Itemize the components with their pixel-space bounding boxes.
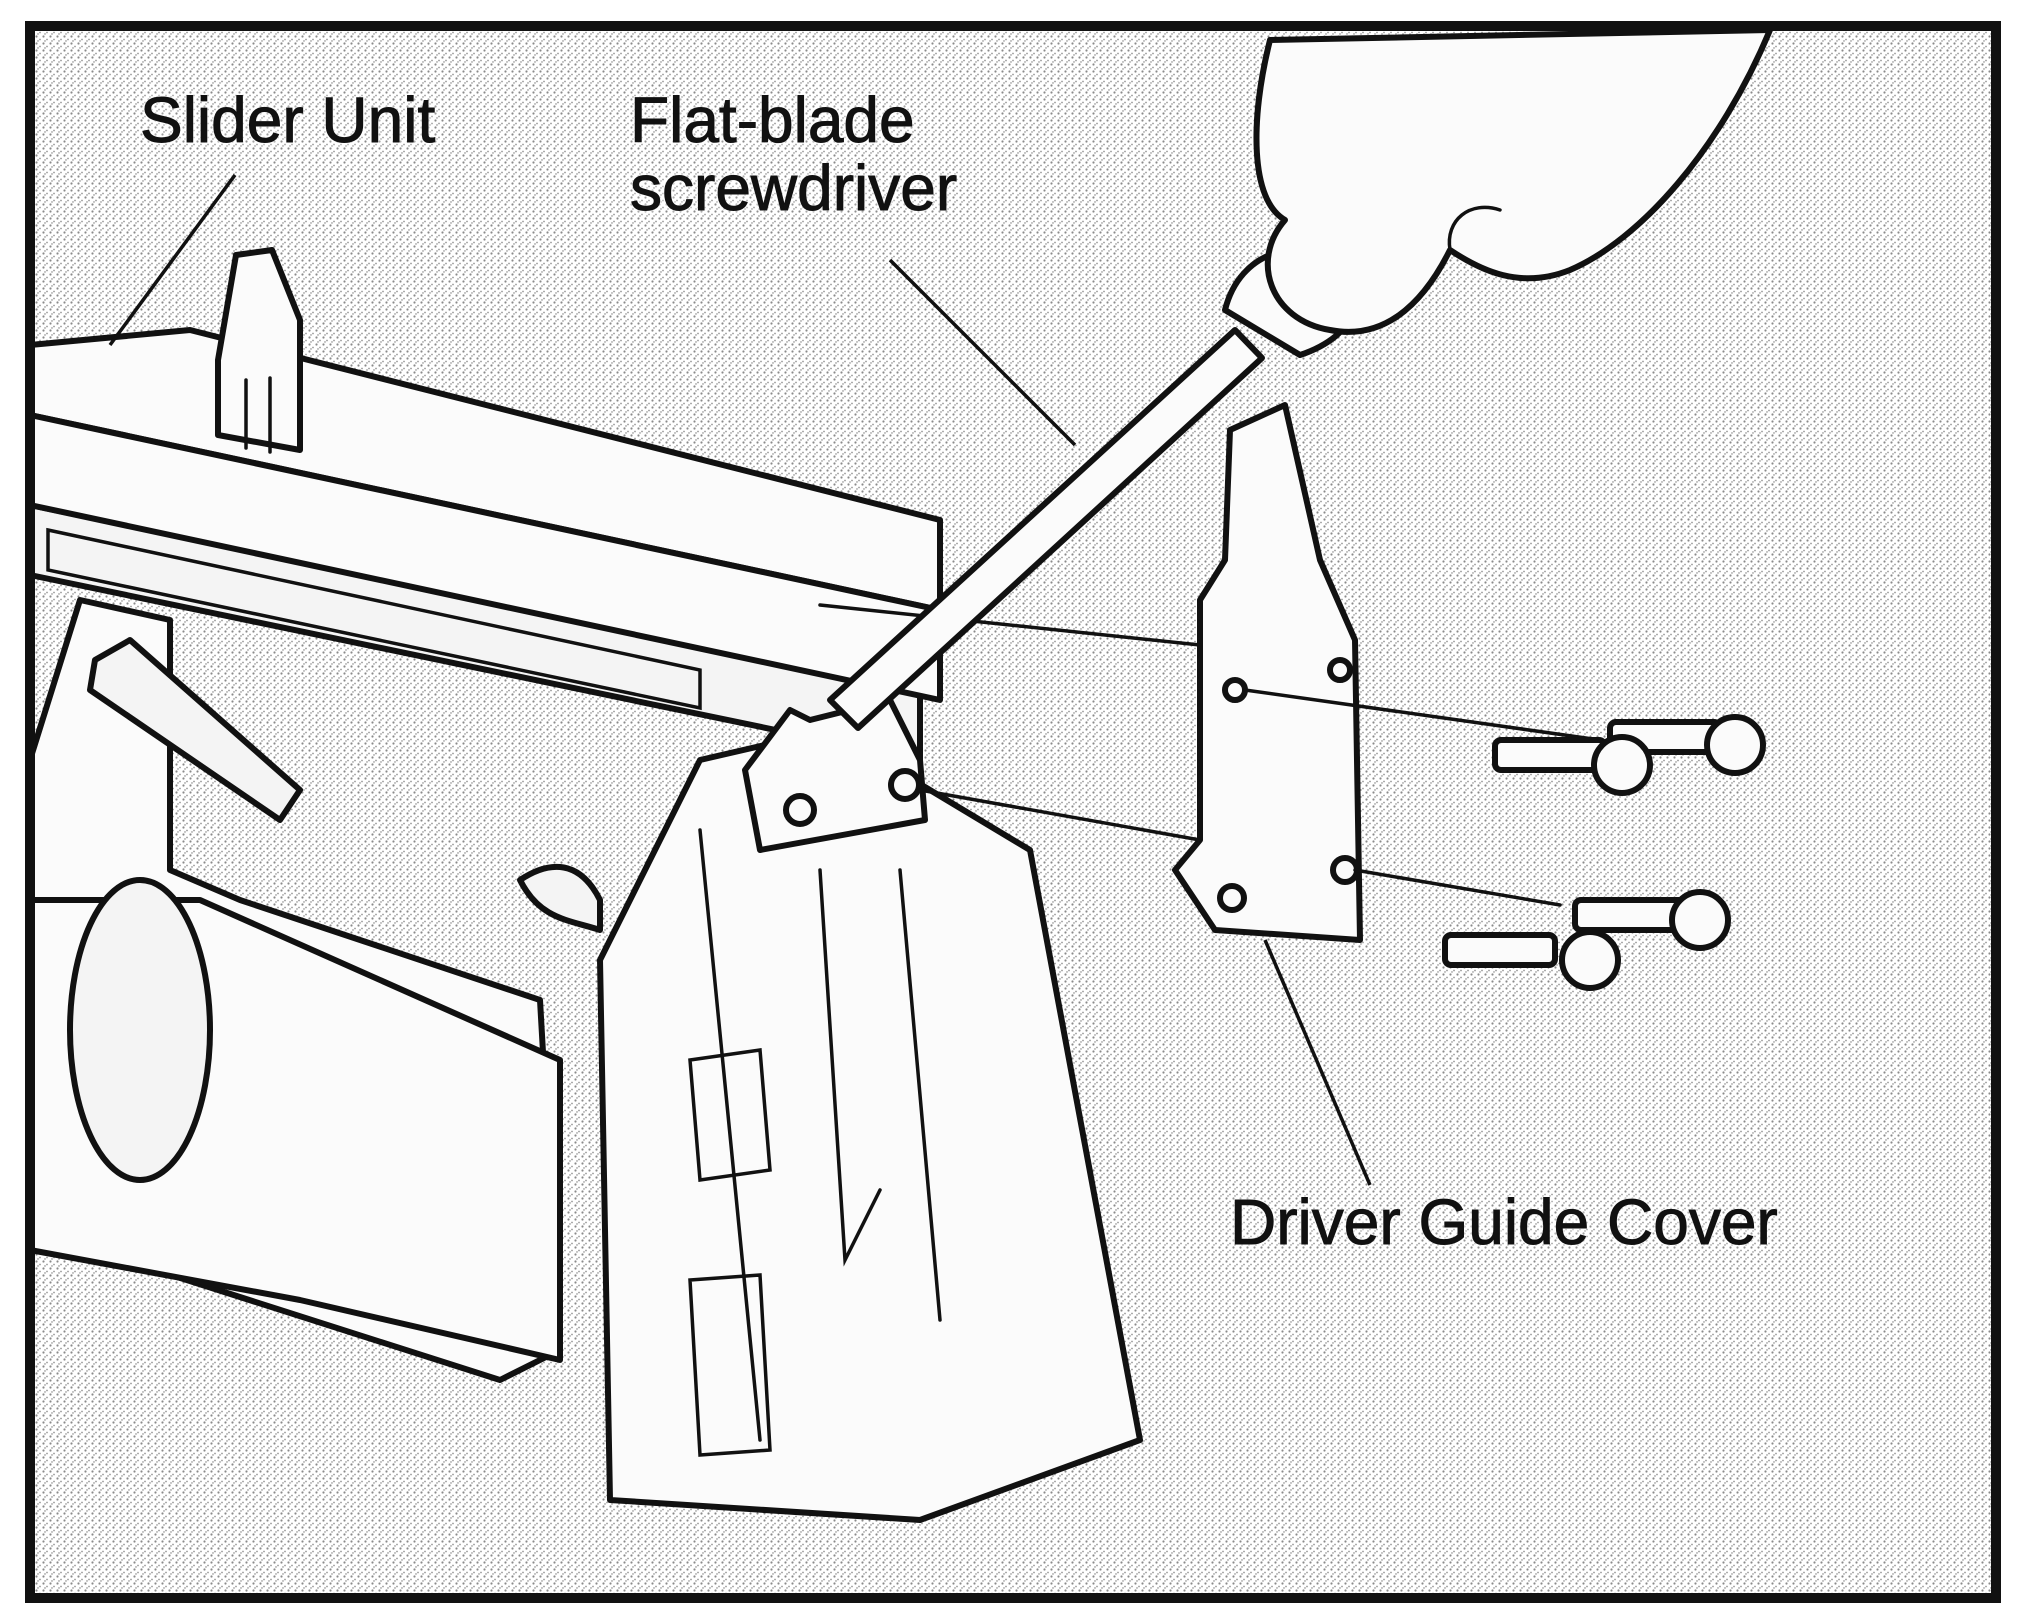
leader-lines	[108, 173, 1372, 1186]
screw	[1572, 889, 1731, 951]
nose-housing	[517, 697, 1143, 1523]
driver-guide-cover-label: Driver Guide Cover	[1230, 1186, 1779, 1258]
screws	[1442, 714, 1766, 991]
alignment-lines	[818, 603, 1602, 907]
screwdriver-label-line1: Flat-blade	[629, 84, 915, 156]
screwdriver-label-line2: screwdriver	[629, 152, 958, 224]
screwdriver-label: Flat-blade screwdriver	[629, 84, 958, 224]
slider-unit	[27, 247, 943, 763]
screw	[1492, 734, 1653, 796]
hand	[1253, 27, 1773, 335]
nailer-body	[27, 597, 563, 1383]
slider-unit-label: Slider Unit	[139, 84, 436, 156]
screw	[1442, 929, 1621, 991]
figure-frame	[25, 21, 2001, 1603]
